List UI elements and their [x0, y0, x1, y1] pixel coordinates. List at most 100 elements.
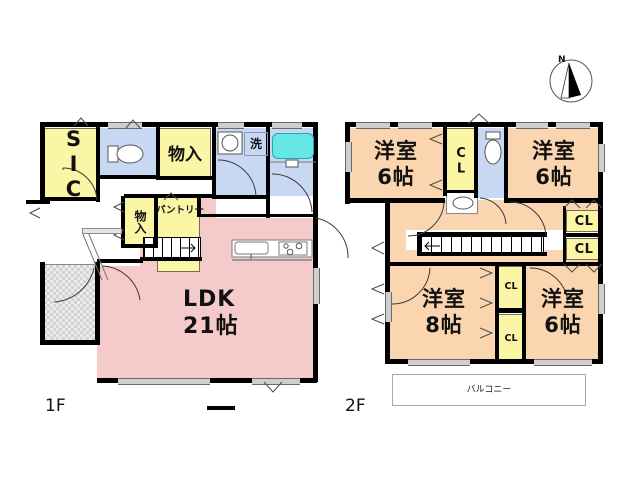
- sliding-mark-cl-east-b: [585, 199, 603, 209]
- wall-ldk-top-left: [97, 259, 143, 263]
- wall-bath-left: [266, 126, 270, 178]
- label-bedroom-nw: 洋室: [374, 138, 418, 163]
- first-floor-plan: SIC 物入 洗 物入 パントリー LDK 21帖 1F: [0, 0, 349, 430]
- wall-2f-nw-bottom: [345, 198, 445, 203]
- bathtub-fixture: [272, 133, 314, 159]
- door-bedroom-sw: [391, 267, 431, 305]
- wall-closet-east-left: [563, 206, 566, 262]
- label-washroom: 洗: [244, 132, 268, 156]
- wall-stairs-2f-bottom: [417, 252, 547, 256]
- balcony: [392, 374, 586, 406]
- label-closet-east-upper: CL: [574, 213, 594, 229]
- window-2f-top-2: [398, 122, 432, 129]
- wall-closet-mid-left: [495, 264, 499, 362]
- wall-1f-left-upper: [40, 122, 45, 202]
- wall-sic-right: [96, 126, 100, 202]
- label-floor-1f: 1F: [45, 396, 66, 416]
- genkan-step-edge: [82, 228, 122, 234]
- wall-storage-mid-right: [154, 196, 158, 246]
- label-ldk: LDK: [183, 287, 236, 312]
- compass-rose: [548, 58, 594, 104]
- door-washroom: [217, 159, 257, 197]
- room-bedroom-sw: [388, 264, 498, 362]
- sliding-mark-top-left: [73, 117, 89, 127]
- room-bedroom-nw: [348, 128, 444, 200]
- window-2f-top-4: [556, 122, 590, 129]
- wall-pantry-right: [197, 196, 201, 214]
- genkan-step-rail: [81, 231, 109, 281]
- wall-closet-east-divider: [564, 233, 602, 237]
- hall-2f-left: [388, 200, 406, 266]
- label-closet-east-lower: CL: [574, 241, 594, 257]
- door-bedroom-se: [529, 267, 569, 305]
- door-bedroom-ne: [509, 201, 547, 237]
- wall-2f-right: [598, 122, 603, 362]
- kitchen-counter: [231, 239, 313, 261]
- wall-closet-mid-right: [522, 264, 526, 362]
- sliding-mark-cl-east-a: [563, 199, 581, 209]
- wall-1f-left-mid: [26, 200, 50, 204]
- toilet-fixture-1f: [107, 144, 144, 164]
- door-hall-west: [370, 241, 385, 255]
- window-2f-top-1: [356, 122, 390, 129]
- door-ldk-east: [315, 217, 349, 259]
- wall-closet-ct-bottom: [443, 190, 477, 193]
- label-closet-center-top: CL: [453, 145, 469, 177]
- window-1f-top-3: [272, 122, 302, 129]
- wall-pantry-top: [124, 194, 214, 198]
- wall-washroom-left: [212, 126, 216, 198]
- wall-ldk-right-seg: [197, 214, 315, 217]
- wall-storage-bottom: [157, 176, 215, 180]
- label-storage-top: 物入: [168, 144, 202, 165]
- sliding-mark-cl-mid-c: [479, 327, 494, 339]
- label-bedroom-sw-size: 8帖: [425, 312, 463, 337]
- compass-north-label: N: [558, 55, 566, 65]
- wall-closet-ct-left: [443, 126, 447, 196]
- label-storage-mid: 物入: [133, 210, 147, 234]
- door-entry-hall: [53, 267, 95, 303]
- second-floor-plan: 洋室 6帖 洋室 6帖 洋室 8帖 洋室 6帖 CL CL CL CL CL バ…: [345, 113, 605, 415]
- room-bedroom-se: [526, 264, 600, 362]
- door-bedroom-nw: [407, 201, 445, 237]
- sliding-mark-ldk-bottom: [263, 381, 283, 393]
- wall-1f-bottom-genkan: [40, 340, 100, 345]
- wall-1f-left-lower: [40, 262, 45, 344]
- door-toilet-2f: [479, 197, 507, 225]
- window-1f-top-2: [218, 122, 244, 129]
- wall-2f-top: [345, 122, 603, 127]
- wall-toilet2f-left: [474, 126, 478, 198]
- label-bedroom-sw: 洋室: [422, 286, 466, 311]
- door-sic: [62, 167, 98, 201]
- sliding-mark-cl-mid-b: [479, 297, 494, 309]
- door-bath: [271, 173, 313, 213]
- sliding-mark-closet-ct-a: [428, 133, 443, 145]
- wall-toilet2f-right: [504, 126, 508, 198]
- wall-stairs-2f-top: [417, 232, 547, 237]
- label-sic: SIC: [61, 126, 86, 202]
- washbasin-fixture-2f: [452, 196, 474, 210]
- window-2f-top-3: [516, 122, 548, 129]
- door-genkan: [101, 265, 141, 301]
- label-bedroom-ne: 洋室: [532, 138, 576, 163]
- closet-mid-upper: [498, 266, 524, 310]
- toilet-fixture-2f: [484, 131, 502, 165]
- window-1f-bottom-2: [252, 378, 300, 385]
- room-bedroom-ne: [508, 128, 600, 200]
- label-ldk-size: 21帖: [183, 314, 239, 339]
- label-pantry: パントリー: [156, 205, 204, 217]
- sliding-mark-closet-ct-b: [428, 179, 443, 191]
- label-bedroom-se-size: 6帖: [544, 312, 582, 337]
- sliding-mark-storage-mid-a: [112, 201, 125, 213]
- wall-pantry-bottom: [124, 244, 158, 248]
- sliding-mark-pantry: [163, 192, 179, 201]
- sliding-mark-cl-east-d: [585, 263, 603, 273]
- wall-2f-bottom: [385, 359, 603, 364]
- sliding-mark-west-ext-a: [370, 283, 385, 295]
- bath-ledge: [270, 159, 316, 168]
- sliding-mark-west-ext-b: [370, 313, 385, 325]
- wall-2f-mid-left-vert: [385, 198, 390, 364]
- window-2f-left-1: [345, 142, 352, 172]
- wall-1f-top: [40, 122, 318, 127]
- label-balcony: バルコニー: [466, 384, 512, 395]
